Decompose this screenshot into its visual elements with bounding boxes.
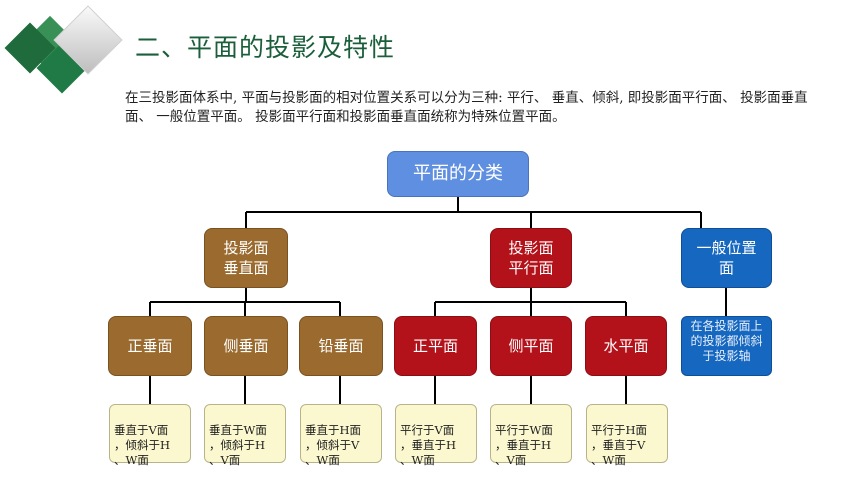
desc-cechui: 垂直于W面 ，倾斜于H 、V面: [204, 404, 286, 467]
root-label: 平面的分类: [413, 163, 503, 184]
desc-shuiping: 平行于H面 ，垂直于V 、W面: [586, 404, 668, 467]
desc-zhengchui-text: 垂直于V面 ，倾斜于H 、W面: [114, 423, 171, 467]
desc-ceping-text: 平行于W面 ，垂直于H 、V面: [495, 423, 553, 467]
subtype-qianchui-label: 铅垂面: [318, 337, 364, 355]
subtype-shuiping: 水平面: [585, 316, 667, 376]
subtype-cechui-label: 侧垂面: [223, 337, 269, 355]
general-description-text: 在各投影面上的投影都倾斜于投影轴: [690, 319, 763, 363]
subtype-zhengping-label: 正平面: [412, 337, 458, 355]
subtype-ceping: 侧平面: [490, 316, 572, 376]
desc-shuiping-text: 平行于H面 ，垂直于V 、W面: [591, 423, 648, 467]
subtype-ceping-label: 侧平面: [508, 337, 554, 355]
desc-zhengchui: 垂直于V面 ，倾斜于H 、W面: [109, 404, 191, 467]
category-parallel: 投影面 平行面: [490, 228, 572, 288]
category-parallel-label: 投影面 平行面: [508, 239, 554, 277]
desc-zhengping: 平行于V面 ，垂直于H 、W面: [395, 404, 477, 467]
category-perpendicular: 投影面 垂直面: [204, 228, 288, 288]
desc-qianchui: 垂直于H面 ，倾斜于V 、W面: [300, 404, 382, 467]
subtype-zhengchui: 正垂面: [108, 316, 192, 376]
subtype-qianchui: 铅垂面: [299, 316, 383, 376]
desc-zhengping-text: 平行于V面 ，垂直于H 、W面: [400, 423, 457, 467]
desc-qianchui-text: 垂直于H面 ，倾斜于V 、W面: [305, 423, 362, 467]
desc-cechui-text: 垂直于W面 ，倾斜于H 、V面: [209, 423, 267, 467]
page-title: 二、平面的投影及特性: [135, 33, 396, 62]
subtype-shuiping-label: 水平面: [603, 337, 649, 355]
category-general: 一般位置 面: [681, 228, 772, 288]
desc-ceping: 平行于W面 ，垂直于H 、V面: [490, 404, 572, 467]
general-description: 在各投影面上的投影都倾斜于投影轴: [681, 316, 772, 376]
category-general-label: 一般位置 面: [696, 239, 757, 277]
category-perpendicular-label: 投影面 垂直面: [223, 239, 269, 277]
subtype-cechui: 侧垂面: [204, 316, 288, 376]
logo-diamonds: [4, 5, 123, 94]
subtype-zhengping: 正平面: [394, 316, 477, 376]
subtype-zhengchui-label: 正垂面: [127, 337, 173, 355]
root-node: 平面的分类: [387, 151, 529, 197]
intro-paragraph: 在三投影面体系中, 平面与投影面的相对位置关系可以分为三种: 平行、 垂直、倾斜…: [125, 90, 808, 125]
